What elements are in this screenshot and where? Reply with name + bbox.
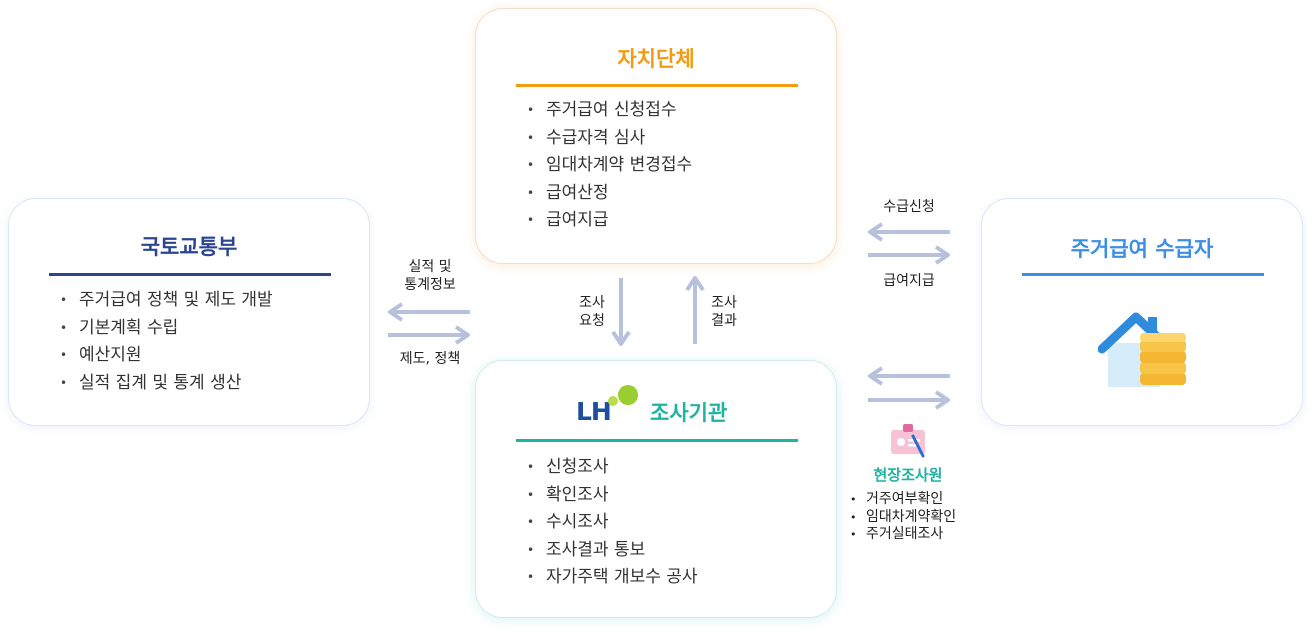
house-coins-icon bbox=[1098, 312, 1186, 387]
field-researcher-title: 현장조사원 bbox=[873, 466, 943, 484]
local-gov-item: 급여산정 bbox=[524, 180, 692, 208]
arrow-left-icon bbox=[868, 366, 950, 386]
molit-underline bbox=[49, 273, 331, 276]
molit-item: 기본계획 수립 bbox=[57, 315, 273, 343]
survey-agency-underline bbox=[516, 439, 798, 442]
molit-items: 주거급여 정책 및 제도 개발기본계획 수립예산지원실적 집계 및 통계 생산 bbox=[57, 287, 273, 397]
molit-box: 국토교통부 주거급여 정책 및 제도 개발기본계획 수립예산지원실적 집계 및 … bbox=[8, 198, 370, 426]
field-researcher-item: 임대차계약확인 bbox=[848, 509, 956, 527]
local-gov-items: 주거급여 신청접수수급자격 심사임대차계약 변경접수급여산정급여지급 bbox=[524, 97, 692, 235]
field-researcher-item: 주거실태조사 bbox=[848, 526, 956, 544]
apply-label: 수급신청 bbox=[883, 199, 935, 215]
survey-agency-items: 신청조사확인조사수시조사조사결과 통보자가주택 개보수 공사 bbox=[524, 454, 698, 592]
molit-item: 주거급여 정책 및 제도 개발 bbox=[57, 287, 273, 315]
local-gov-item: 급여지급 bbox=[524, 207, 692, 235]
recipient-underline bbox=[1022, 273, 1264, 276]
survey-agency-item: 자가주택 개보수 공사 bbox=[524, 564, 698, 592]
molit-up-label: 실적 및 통계정보 bbox=[404, 259, 456, 293]
molit-down-label: 제도, 정책 bbox=[399, 351, 461, 367]
local-gov-title: 자치단체 bbox=[617, 47, 695, 71]
id-card-icon bbox=[891, 424, 925, 458]
arrow-right-icon bbox=[868, 245, 950, 265]
recipient-title: 주거급여 수급자 bbox=[1070, 237, 1214, 261]
molit-item: 예산지원 bbox=[57, 342, 273, 370]
arrow-left-icon bbox=[868, 222, 950, 242]
local-gov-item: 임대차계약 변경접수 bbox=[524, 152, 692, 180]
lh-logo-text: LH bbox=[576, 397, 612, 426]
survey-agency-item: 확인조사 bbox=[524, 482, 698, 510]
survey-agency-item: 수시조사 bbox=[524, 509, 698, 537]
survey-request-label: 조사 요청 bbox=[579, 295, 605, 329]
survey-agency-item: 신청조사 bbox=[524, 454, 698, 482]
molit-title: 국토교통부 bbox=[140, 235, 238, 259]
survey-result-label: 조사 결과 bbox=[711, 295, 737, 329]
arrow-right-icon bbox=[868, 390, 950, 410]
local-gov-underline bbox=[516, 84, 798, 87]
molit-item: 실적 집계 및 통계 생산 bbox=[57, 370, 273, 398]
field-researcher-items: 거주여부확인임대차계약확인주거실태조사 bbox=[848, 491, 956, 544]
recipient-box: 주거급여 수급자 bbox=[981, 198, 1303, 426]
pay-label: 급여지급 bbox=[883, 273, 935, 289]
survey-agency-title: 조사기관 bbox=[650, 401, 728, 425]
arrow-down-icon bbox=[611, 278, 631, 346]
lh-logo-dots-icon bbox=[608, 385, 638, 406]
arrow-left-icon bbox=[388, 302, 470, 322]
arrow-right-icon bbox=[388, 325, 470, 345]
field-researcher-item: 거주여부확인 bbox=[848, 491, 956, 509]
local-gov-item: 주거급여 신청접수 bbox=[524, 97, 692, 125]
lh-logo: LH bbox=[576, 383, 642, 429]
survey-agency-box: LH 조사기관 신청조사확인조사수시조사조사결과 통보자가주택 개보수 공사 bbox=[475, 360, 837, 618]
local-gov-box: 자치단체 주거급여 신청접수수급자격 심사임대차계약 변경접수급여산정급여지급 bbox=[475, 8, 837, 264]
local-gov-item: 수급자격 심사 bbox=[524, 125, 692, 153]
arrow-up-icon bbox=[685, 276, 705, 344]
survey-agency-item: 조사결과 통보 bbox=[524, 537, 698, 565]
